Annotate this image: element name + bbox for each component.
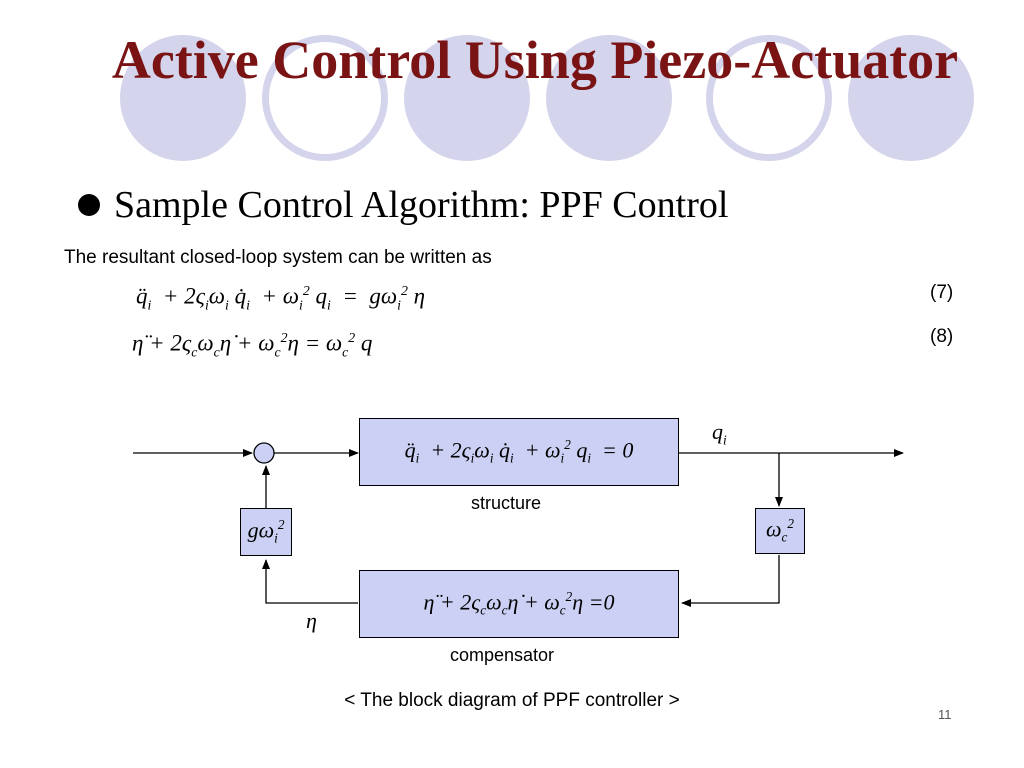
intro-text: The resultant closed-loop system can be … [64,247,492,268]
page-number: 11 [938,707,952,722]
decor-circle-4 [546,35,672,161]
diagram-caption: < The block diagram of PPF controller > [344,690,680,711]
compensator-to-gain-arrow [262,559,358,604]
gain-block: gωi2 [240,508,292,556]
decor-circle-1 [120,35,246,161]
equation-8-number: (8) [930,326,954,347]
decor-circle-2 [262,35,388,161]
bullet-dot-icon [78,194,100,216]
structure-block: q̈i + 2ςiωi q̇i + ωi2 qi = 0 [359,418,679,486]
equation-7: q̈i + 2ςiωi q̇i + ωi2 qi = gωi2 η [136,283,426,313]
summing-junction [253,442,275,464]
compensator-label: compensator [450,645,555,665]
bullet-text: Sample Control Algorithm: PPF Control [114,184,729,226]
bullet-item: Sample Control Algorithm: PPF Control [78,183,728,227]
structure-label: structure [471,493,542,513]
wc-expression: ωc2 [766,516,794,545]
decor-circle-6 [848,35,974,161]
structure-equation: q̈i + 2ςiωi q̇i + ωi2 qi = 0 [404,437,634,466]
slide-title: Active Control Using Piezo-Actuator [111,30,959,90]
compensator-block: η̈ + 2ςcωcη̇ + ωc2η =0 [359,570,679,638]
decor-circle-5 [706,35,832,161]
compensator-equation: η̈ + 2ςcωcη̇ + ωc2η =0 [423,589,615,618]
output-label: qi [712,419,727,448]
gain-expression: gωi2 [247,517,285,546]
equation-8: η̈ + 2ςcωcη̇ + ωc2η = ωc2 q [132,330,373,360]
wc-to-compensator-arrow [681,555,780,607]
feedback-label: η [306,608,317,633]
wc-block: ωc2 [755,508,805,554]
equation-7-number: (7) [930,282,954,303]
decor-circle-3 [404,35,530,161]
